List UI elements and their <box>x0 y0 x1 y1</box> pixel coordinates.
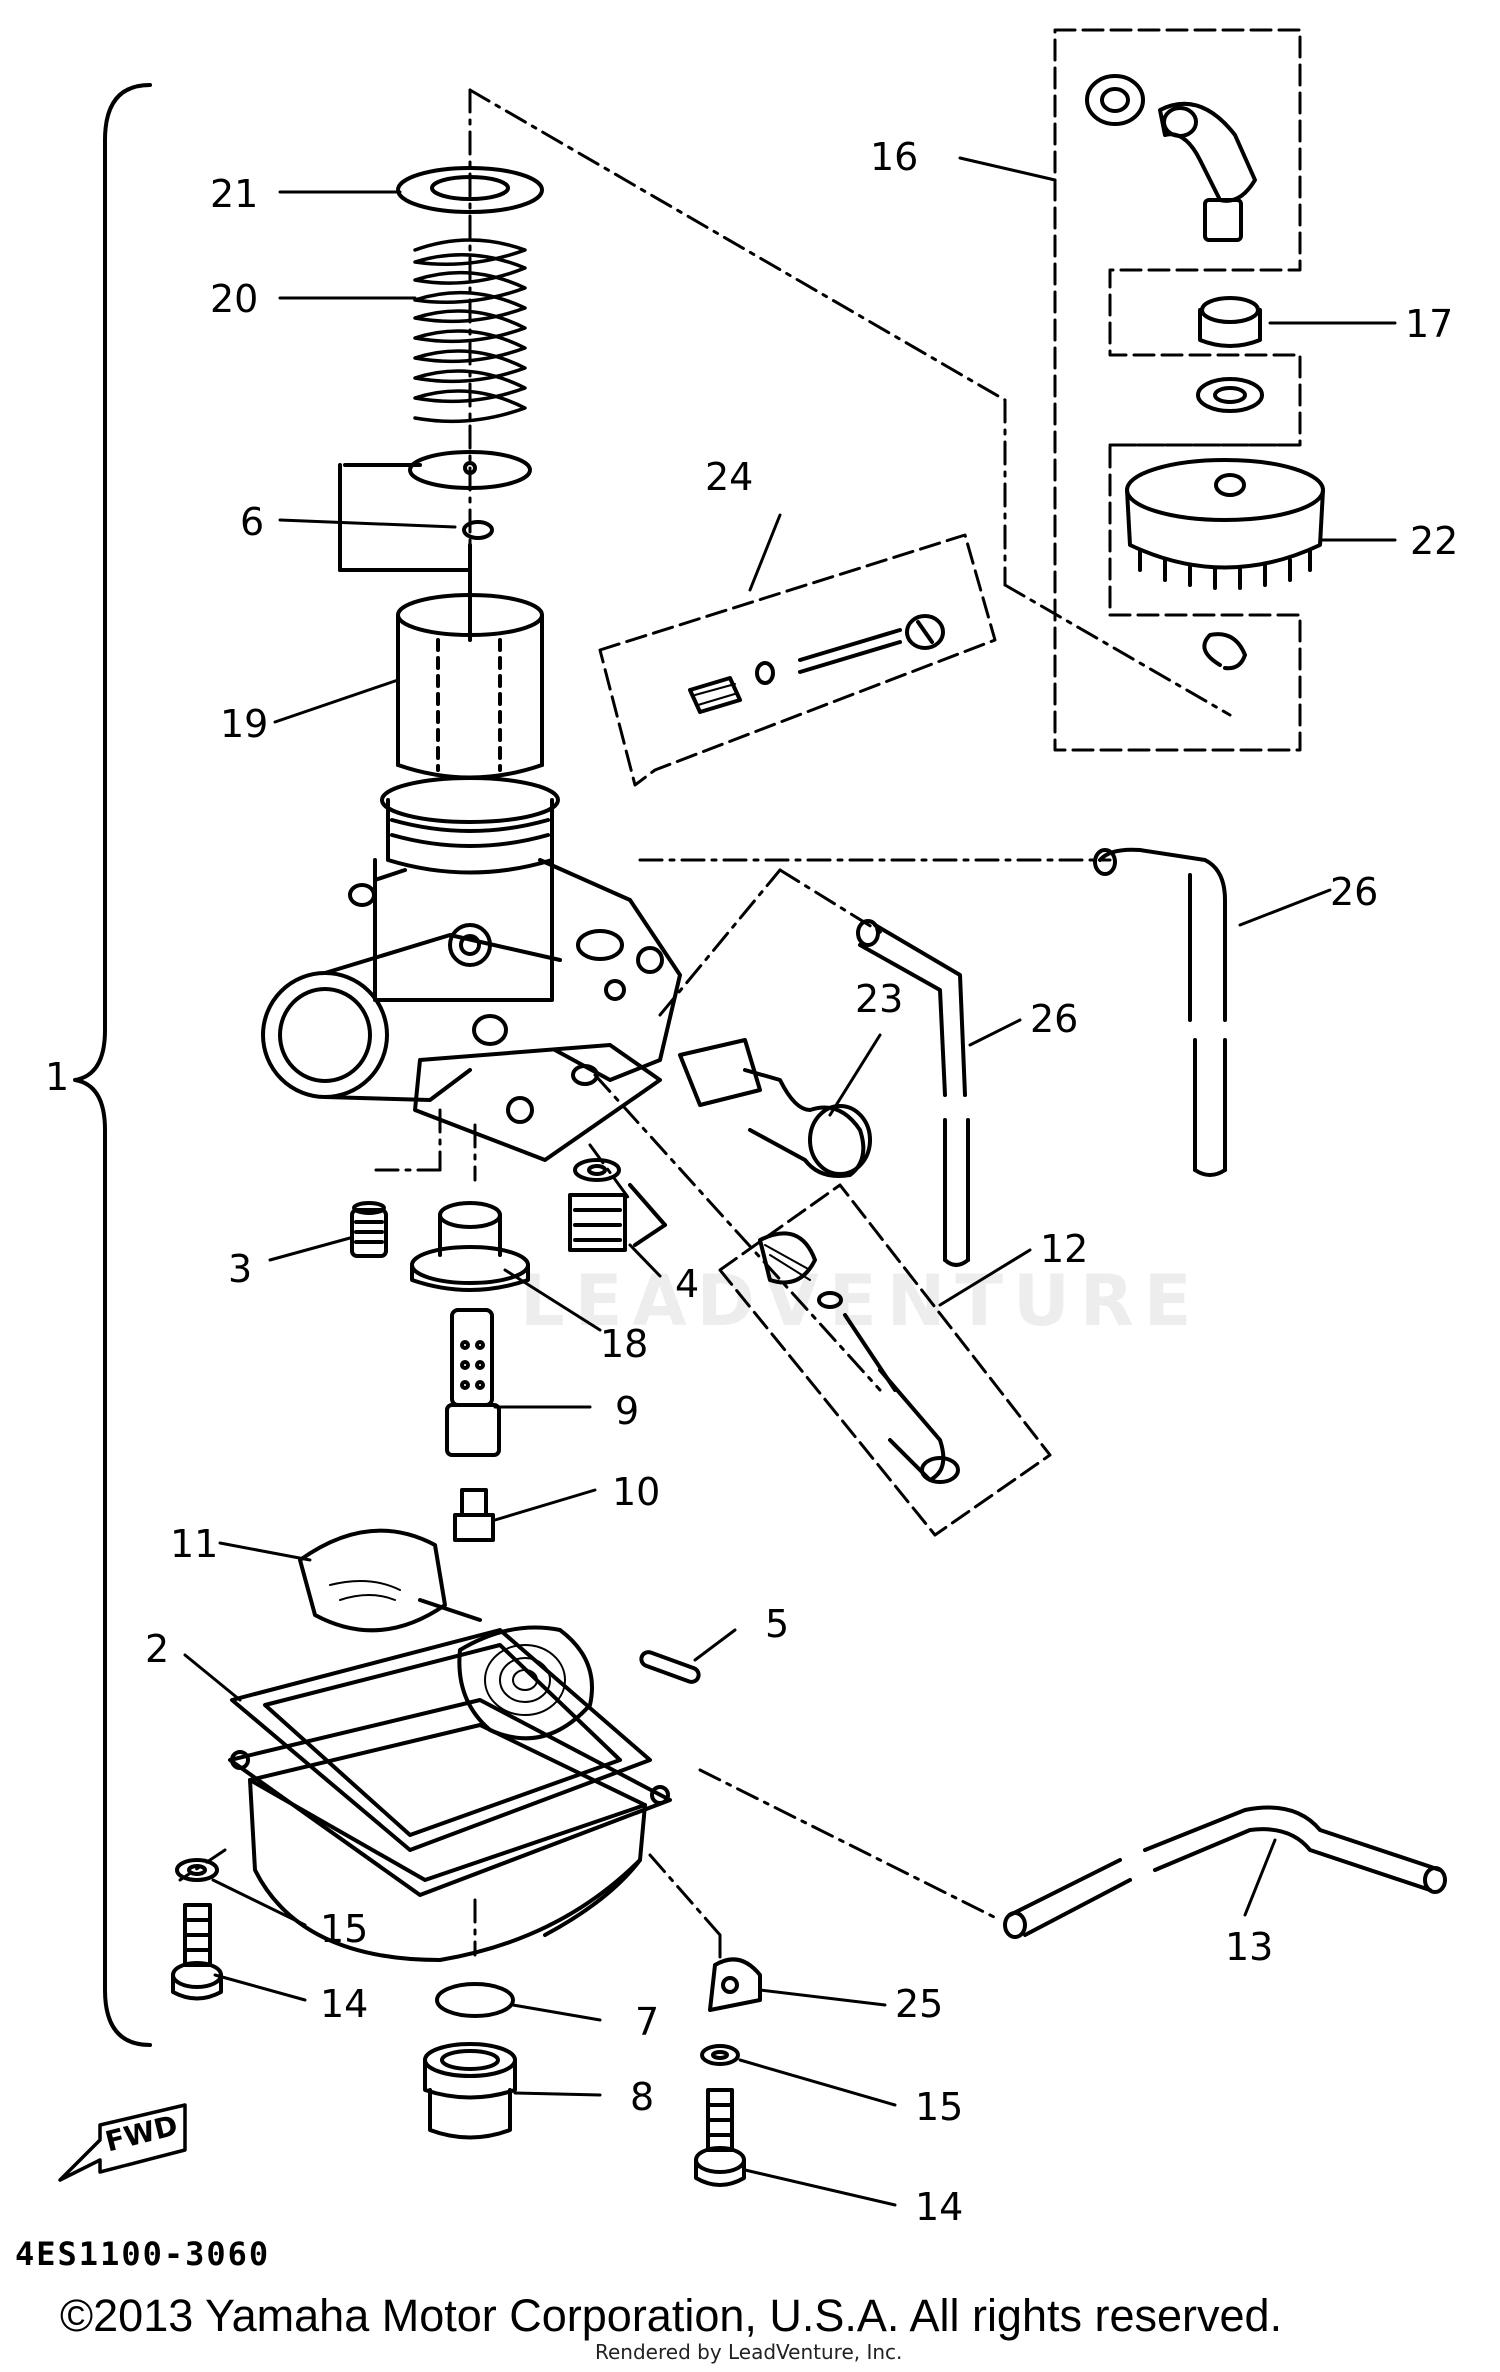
callout-12: 12 <box>1040 1227 1089 1271</box>
callout-10: 10 <box>612 1470 661 1514</box>
callout-11: 11 <box>170 1522 219 1566</box>
part-14-screw-left <box>171 1903 223 2001</box>
part-2-gasket <box>230 1628 652 1852</box>
part-26-hose-short <box>856 919 970 1267</box>
callout-25: 25 <box>895 1982 944 2026</box>
part-26-hose-long <box>1093 847 1227 1177</box>
callout-14-left: 14 <box>320 1982 369 2026</box>
callout-17: 17 <box>1405 302 1454 346</box>
callout-1: 1 <box>45 1055 70 1099</box>
part-4-screw <box>568 1158 667 1252</box>
callout-8: 8 <box>630 2075 655 2119</box>
callout-18: 18 <box>600 1322 649 1366</box>
callout-24: 24 <box>705 455 754 499</box>
diagram-code: 4ES1100-3060 <box>15 2235 271 2273</box>
kit-dashed-boxes <box>598 28 1302 1537</box>
part-24-screw-set <box>688 614 945 714</box>
part-23-plunger <box>678 1038 872 1178</box>
callout-3: 3 <box>228 1247 253 1291</box>
part-17-cap <box>1198 296 1262 348</box>
callout-7: 7 <box>635 2000 660 2044</box>
float-bowl <box>228 1698 672 1962</box>
callout-9: 9 <box>615 1389 640 1433</box>
rendered-by-text: Rendered by LeadVenture, Inc. <box>595 2340 903 2364</box>
callout-5: 5 <box>765 1602 790 1646</box>
callout-13: 13 <box>1225 1925 1274 1969</box>
callout-22: 22 <box>1410 519 1459 563</box>
part-5-pin <box>639 1650 701 1684</box>
callout-15-right: 15 <box>915 2085 964 2129</box>
part-21-washer <box>396 166 544 214</box>
part-12-screw-set <box>758 1231 960 1484</box>
part-25-bracket <box>708 1957 762 2012</box>
callout-4: 4 <box>675 1262 700 1306</box>
callout-26-short: 26 <box>1030 997 1079 1041</box>
part-13-hose <box>1003 1805 1447 1939</box>
part-8-plug <box>423 2042 517 2140</box>
callout-16: 16 <box>870 135 919 179</box>
callout-6: 6 <box>240 500 265 544</box>
part-15-washer-right <box>700 2044 740 2066</box>
callout-21: 21 <box>210 172 259 216</box>
watermark: LEADVENTURE <box>520 1260 1202 1342</box>
part-14-screw-right <box>694 2088 746 2187</box>
copyright-text: ©2013 Yamaha Motor Corporation, U.S.A. A… <box>60 2290 1283 2341</box>
clip-part-16 <box>1202 632 1247 671</box>
part-3-pilot-jet <box>350 1201 388 1258</box>
part-22-nut <box>1125 458 1325 590</box>
callout-15-left: 15 <box>320 1907 369 1951</box>
part-10-main-jet <box>453 1488 495 1542</box>
callout-20: 20 <box>210 277 259 321</box>
part-16-fitting <box>1085 74 1257 242</box>
part-18-needle-jet <box>410 1201 530 1292</box>
callout-14-right: 14 <box>915 2185 964 2229</box>
part-9-jet-holder <box>445 1308 501 1457</box>
washer-under-17 <box>1196 377 1264 413</box>
part-6-plate-clip <box>338 450 532 642</box>
carburetor-body <box>261 776 682 1162</box>
callout-2: 2 <box>145 1627 170 1671</box>
part-15-washer-left <box>175 1858 219 1882</box>
part-7-o-ring <box>435 1982 515 2018</box>
callout-leaders <box>183 156 1397 2207</box>
callout-19: 19 <box>220 702 269 746</box>
callout-26-long: 26 <box>1330 870 1379 914</box>
fwd-arrow <box>58 2103 187 2182</box>
assembly-brace <box>73 83 152 2047</box>
callout-23: 23 <box>855 977 904 1021</box>
part-20-spring <box>413 238 527 424</box>
